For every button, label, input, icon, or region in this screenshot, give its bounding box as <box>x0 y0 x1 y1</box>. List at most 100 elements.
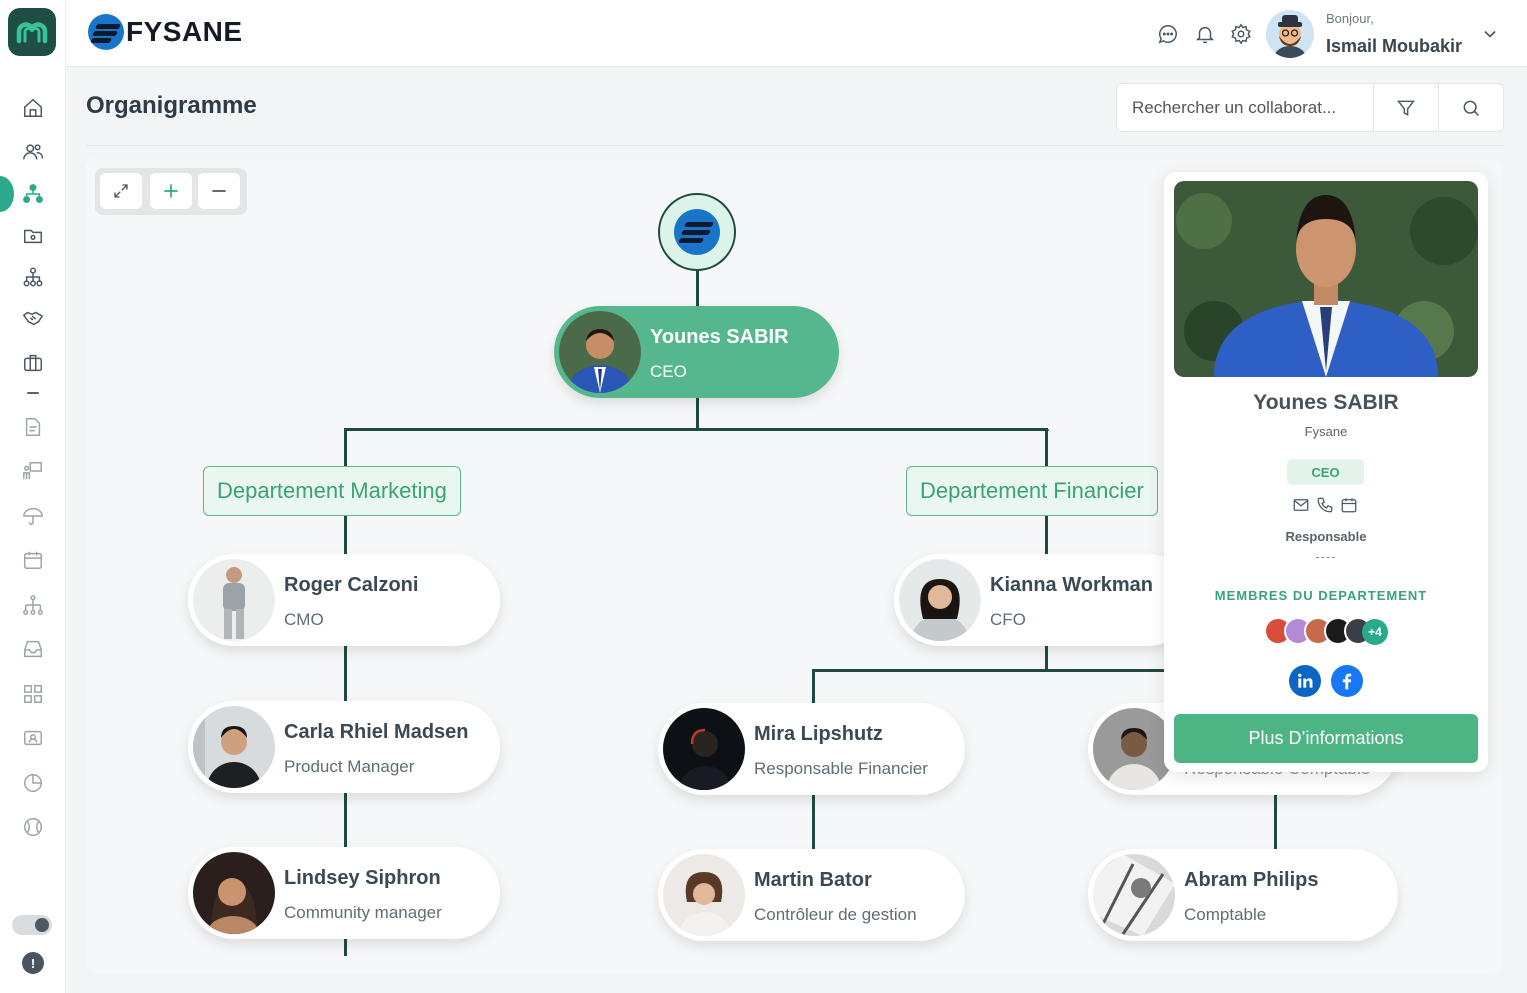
gear-icon[interactable] <box>1229 22 1253 46</box>
avatar <box>1093 708 1175 790</box>
employee-node[interactable]: Lindsey Siphron Community manager <box>188 847 500 939</box>
employee-node[interactable]: Abram Philips Comptable <box>1088 849 1398 941</box>
search-icon <box>1463 100 1480 116</box>
active-nav-marker <box>0 176 14 212</box>
zoom-in-button[interactable] <box>150 173 192 209</box>
brand-name: FYSANE <box>126 16 243 47</box>
node-name: Younes SABIR <box>650 326 789 348</box>
responsable-label: Responsable <box>1285 529 1367 544</box>
profile-name: Younes SABIR <box>1253 391 1399 414</box>
search-button[interactable] <box>1438 84 1503 131</box>
connector-line <box>1274 788 1277 853</box>
profile-role-badge: CEO <box>1287 459 1364 485</box>
team-grid-icon[interactable] <box>20 681 46 707</box>
connector-line <box>344 428 347 468</box>
zoom-out-button[interactable] <box>198 173 240 209</box>
document-icon[interactable] <box>20 414 46 440</box>
avatar <box>559 311 641 393</box>
node-name: Carla Rhiel Madsen <box>284 721 469 743</box>
node-role: CFO <box>990 610 1026 629</box>
node-name: Mira Lipshutz <box>754 723 883 745</box>
node-role: Responsable Financier <box>754 759 928 778</box>
filter-icon <box>1397 100 1416 116</box>
connector-line <box>344 428 1049 431</box>
org-chart-icon[interactable] <box>20 181 46 207</box>
avatar <box>899 559 981 641</box>
department-finance-label[interactable]: Departement Financier <box>906 466 1158 516</box>
avatar <box>663 854 745 936</box>
app-logo[interactable] <box>8 8 56 56</box>
pie-chart-icon[interactable] <box>20 770 46 796</box>
employee-node[interactable]: Mira Lipshutz Responsable Financier <box>658 703 965 795</box>
avatar <box>1093 854 1175 936</box>
calendar-icon[interactable] <box>1340 496 1358 514</box>
id-card-icon[interactable] <box>20 725 46 751</box>
connector-line <box>812 669 1262 672</box>
brand-logo-icon <box>88 14 124 50</box>
hierarchy-icon[interactable] <box>20 264 46 290</box>
node-name: Martin Bator <box>754 869 872 891</box>
employee-node[interactable]: Carla Rhiel Madsen Product Manager <box>188 701 500 793</box>
more-info-button[interactable]: Plus D’informations <box>1174 714 1478 763</box>
department-marketing-label[interactable]: Departement Marketing <box>203 466 461 516</box>
user-name: Ismail Moubakir <box>1326 36 1463 56</box>
filter-button[interactable] <box>1373 84 1438 131</box>
expand-icon <box>114 184 128 198</box>
umbrella-icon[interactable] <box>20 503 46 529</box>
node-role: Comptable <box>1184 905 1267 924</box>
bell-icon[interactable] <box>1193 22 1217 46</box>
user-avatar[interactable] <box>1266 10 1314 58</box>
briefcase-icon[interactable] <box>20 350 46 376</box>
training-icon[interactable] <box>20 458 46 484</box>
plus-icon <box>164 184 178 198</box>
calendar-icon[interactable] <box>20 547 46 573</box>
employee-node[interactable]: Roger Calzoni CMO <box>188 554 500 646</box>
facebook-icon[interactable] <box>1331 665 1363 697</box>
node-role: CEO <box>650 362 687 381</box>
connector-line <box>696 271 699 307</box>
header-divider <box>86 145 1504 146</box>
sidebar: ! <box>0 0 66 993</box>
zoom-controls <box>95 168 247 215</box>
employee-node[interactable]: Martin Bator Contrôleur de gestion <box>658 849 965 941</box>
toggle-knob <box>35 918 49 932</box>
employee-node[interactable]: Kianna Workman CFO <box>894 554 1194 646</box>
contact-icons <box>1292 496 1358 514</box>
company-root-logo[interactable] <box>658 193 736 271</box>
phone-icon[interactable] <box>1316 496 1334 514</box>
brand[interactable]: FYSANE <box>88 14 243 50</box>
connector-line <box>812 788 815 853</box>
network-icon[interactable] <box>20 592 46 618</box>
linkedin-icon[interactable] <box>1289 665 1321 697</box>
ceo-node[interactable]: Younes SABIR CEO <box>554 306 839 398</box>
mail-icon[interactable] <box>1292 496 1310 514</box>
handshake-icon[interactable] <box>20 305 46 331</box>
fullscreen-button[interactable] <box>100 173 142 209</box>
home-icon[interactable] <box>20 95 46 121</box>
member-avatars[interactable]: +4 <box>1264 617 1394 647</box>
members-title: MEMBRES DU DEPARTEMENT <box>1214 588 1428 603</box>
avatar <box>193 559 275 641</box>
info-icon[interactable]: ! <box>22 952 44 974</box>
node-role: Product Manager <box>284 757 415 776</box>
node-role: Contrôleur de gestion <box>754 905 917 924</box>
profile-card: Younes SABIR Fysane CEO Responsable ----… <box>1164 172 1488 772</box>
node-role: Community manager <box>284 903 442 922</box>
inbox-icon[interactable] <box>20 636 46 662</box>
node-role: CMO <box>284 610 324 629</box>
chevron-down-icon[interactable] <box>1480 24 1500 44</box>
minus-icon <box>212 190 226 192</box>
greeting-text: Bonjour, <box>1326 11 1374 26</box>
more-members-badge[interactable]: +4 <box>1362 619 1388 645</box>
connector-line <box>812 669 815 709</box>
tennis-ball-icon[interactable] <box>20 814 46 840</box>
avatar <box>193 852 275 934</box>
search-input[interactable] <box>1117 84 1374 131</box>
node-name: Abram Philips <box>1184 869 1319 891</box>
chat-icon[interactable] <box>1156 22 1180 46</box>
theme-toggle[interactable] <box>12 915 52 935</box>
users-icon[interactable] <box>20 139 46 165</box>
node-name: Kianna Workman <box>990 574 1153 596</box>
profile-photo <box>1174 181 1478 377</box>
folder-icon[interactable] <box>20 223 46 249</box>
